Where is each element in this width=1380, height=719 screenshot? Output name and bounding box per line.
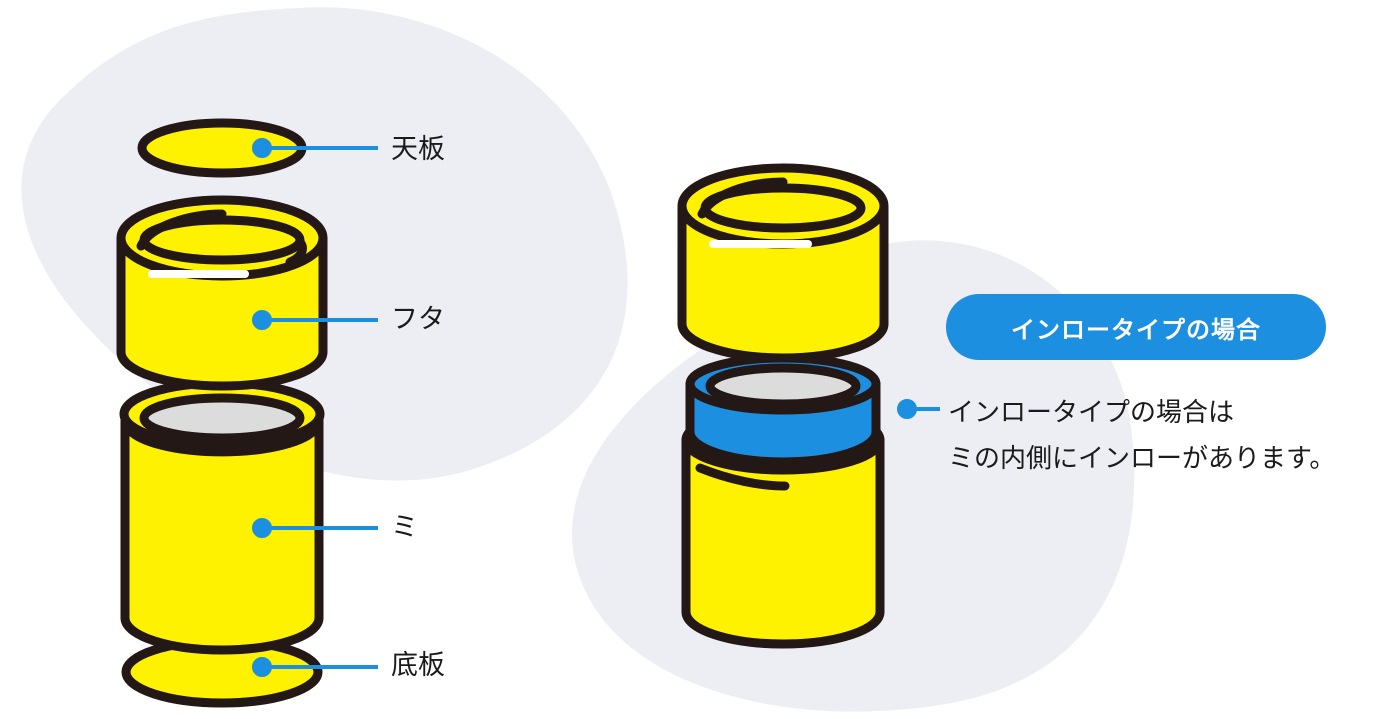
lid-rim-arc-right — [285, 237, 307, 267]
inro-note: インロータイプの場合は ミの内側にインローがあります。 — [948, 390, 1335, 482]
inro-body-cylinder — [681, 435, 885, 649]
body-bead — [130, 427, 245, 455]
label-sokoban: 底板 — [391, 650, 445, 681]
inro-lid-rim-arc — [697, 177, 788, 219]
lid-rim-arc — [136, 209, 227, 251]
leader-dot-futa — [252, 310, 272, 330]
inro-inner — [705, 363, 861, 409]
label-mi: ミ — [391, 512, 418, 543]
leader-dot-mi — [252, 518, 272, 538]
leader-dot-tenban — [252, 138, 272, 158]
badge-background — [946, 294, 1326, 360]
leader-dot-sokoban — [252, 657, 272, 677]
inro-note-line-1: インロータイプの場合は — [948, 398, 1235, 428]
label-futa: フタ — [391, 304, 445, 335]
label-tenban: 天板 — [391, 134, 445, 165]
inro-note-line-2: ミの内側にインローがあります。 — [948, 444, 1336, 474]
inro-body-bead — [695, 463, 790, 491]
body-inner — [139, 393, 305, 443]
body-cylinder — [120, 413, 324, 655]
inro-badge: インロータイプの場合 — [1011, 315, 1261, 344]
